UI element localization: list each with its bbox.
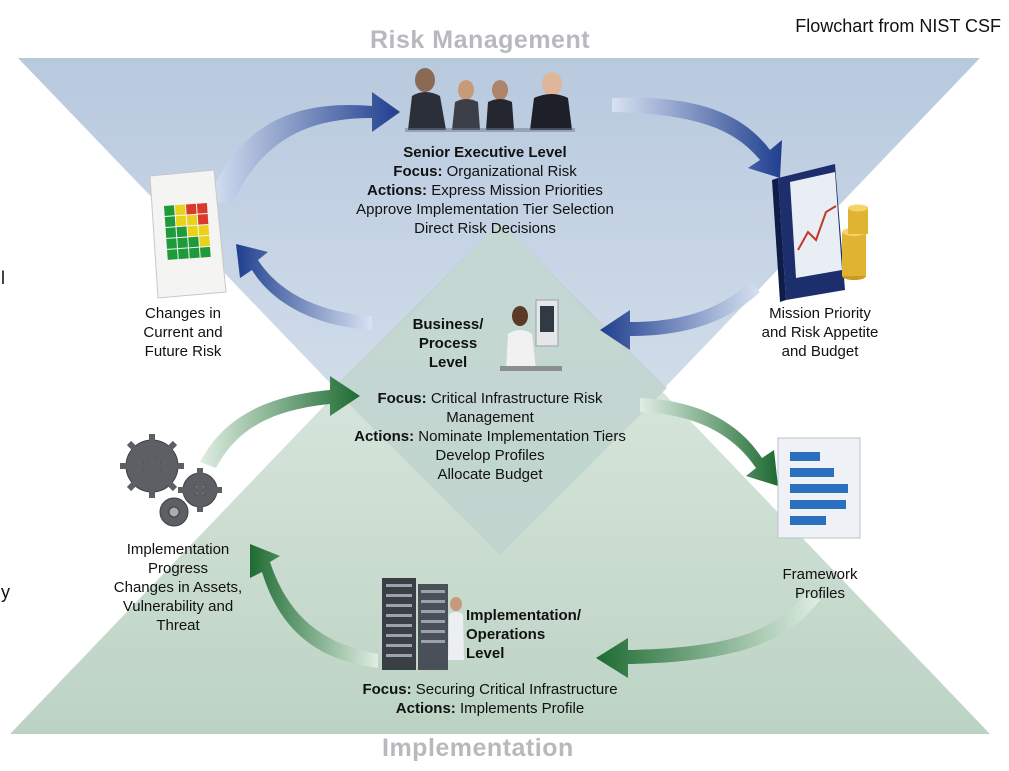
- arrow-to-changes: [236, 244, 372, 330]
- senior-line-4: Direct Risk Decisions: [414, 220, 556, 237]
- senior-line-3: Approve Implementation Tier Selection: [356, 201, 614, 218]
- operations-title: Implementation/ Operations Level: [466, 606, 616, 663]
- business-diamond: [333, 222, 667, 555]
- business-actions: Nominate Implementation Tiers: [418, 428, 626, 445]
- business-title-3: Level: [428, 354, 468, 371]
- senior-actions-label: Actions:: [367, 182, 428, 199]
- profiles-document-icon: [777, 437, 861, 539]
- changes-line-2: Current and: [143, 324, 223, 341]
- business-block: Focus: Critical Infrastructure Risk Mana…: [330, 389, 650, 484]
- arrow-to-business: [600, 282, 760, 350]
- framework-label: Framework Profiles: [760, 565, 880, 603]
- executives-group-icon: [405, 68, 575, 132]
- framework-line-1: Framework: [782, 566, 858, 583]
- senior-actions: Express Mission Priorities: [431, 182, 603, 199]
- gears-icon: [120, 434, 222, 527]
- business-focus-1: Critical Infrastructure Risk: [430, 390, 603, 407]
- corner-note: Flowchart from NIST CSF: [795, 16, 1001, 36]
- senior-focus: Organizational Risk: [446, 163, 577, 180]
- business-focus-2: Management: [446, 409, 534, 426]
- operations-title-2: Operations: [466, 626, 546, 643]
- side-fragment-l: l: [1, 268, 5, 288]
- business-line-4: Allocate Budget: [437, 466, 543, 483]
- business-line-3: Develop Profiles: [435, 447, 545, 464]
- senior-title: Senior Executive Level: [403, 144, 567, 161]
- server-rack-icon: [382, 578, 464, 670]
- progress-label: Implementation Progress Changes in Asset…: [92, 540, 264, 635]
- arrow-to-business-green: [200, 376, 360, 468]
- side-fragment-y: y: [1, 582, 10, 602]
- operations-actions-label: Actions:: [395, 700, 456, 717]
- progress-line-5: Threat: [156, 617, 200, 634]
- changes-label: Changes in Current and Future Risk: [118, 304, 248, 361]
- framework-line-2: Profiles: [794, 585, 846, 602]
- progress-line-2: Progress: [147, 560, 209, 577]
- heatmap-document-icon: [149, 169, 227, 299]
- business-title: Business/ Process Level: [400, 315, 496, 372]
- operations-focus: Securing Critical Infrastructure: [415, 681, 618, 698]
- operations-title-3: Level: [466, 645, 505, 662]
- changes-line-3: Future Risk: [144, 343, 222, 360]
- senior-focus-label: Focus:: [393, 163, 443, 180]
- business-actions-label: Actions:: [354, 428, 415, 445]
- progress-line-4: Vulnerability and: [122, 598, 234, 615]
- business-title-2: Process: [418, 335, 478, 352]
- operations-focus-label: Focus:: [362, 681, 412, 698]
- progress-line-3: Changes in Assets,: [113, 579, 243, 596]
- mission-line-3: and Budget: [781, 343, 859, 360]
- changes-line-1: Changes in: [145, 305, 221, 322]
- operations-block: Focus: Securing Critical Infrastructure …: [330, 680, 650, 718]
- mission-line-2: and Risk Appetite: [761, 324, 879, 341]
- mission-label: Mission Priority and Risk Appetite and B…: [740, 304, 900, 361]
- operations-title-1: Implementation/: [466, 607, 582, 624]
- arrow-to-mission: [612, 97, 782, 178]
- risk-management-title: Risk Management: [370, 26, 591, 54]
- progress-line-1: Implementation: [126, 541, 230, 558]
- arrow-to-framework: [640, 398, 778, 486]
- business-focus-label: Focus:: [377, 390, 427, 407]
- analyst-desk-icon: [500, 299, 562, 371]
- binder-chart-icon: [772, 164, 868, 302]
- senior-executive-block: Senior Executive Level Focus: Organizati…: [330, 143, 640, 238]
- mission-line-1: Mission Priority: [769, 305, 871, 322]
- arrow-to-senior: [208, 92, 400, 205]
- business-title-1: Business/: [412, 316, 484, 333]
- implementation-title: Implementation: [382, 734, 574, 762]
- operations-actions: Implements Profile: [459, 700, 585, 717]
- arrow-to-operations: [596, 592, 820, 678]
- arrow-to-progress: [250, 544, 378, 668]
